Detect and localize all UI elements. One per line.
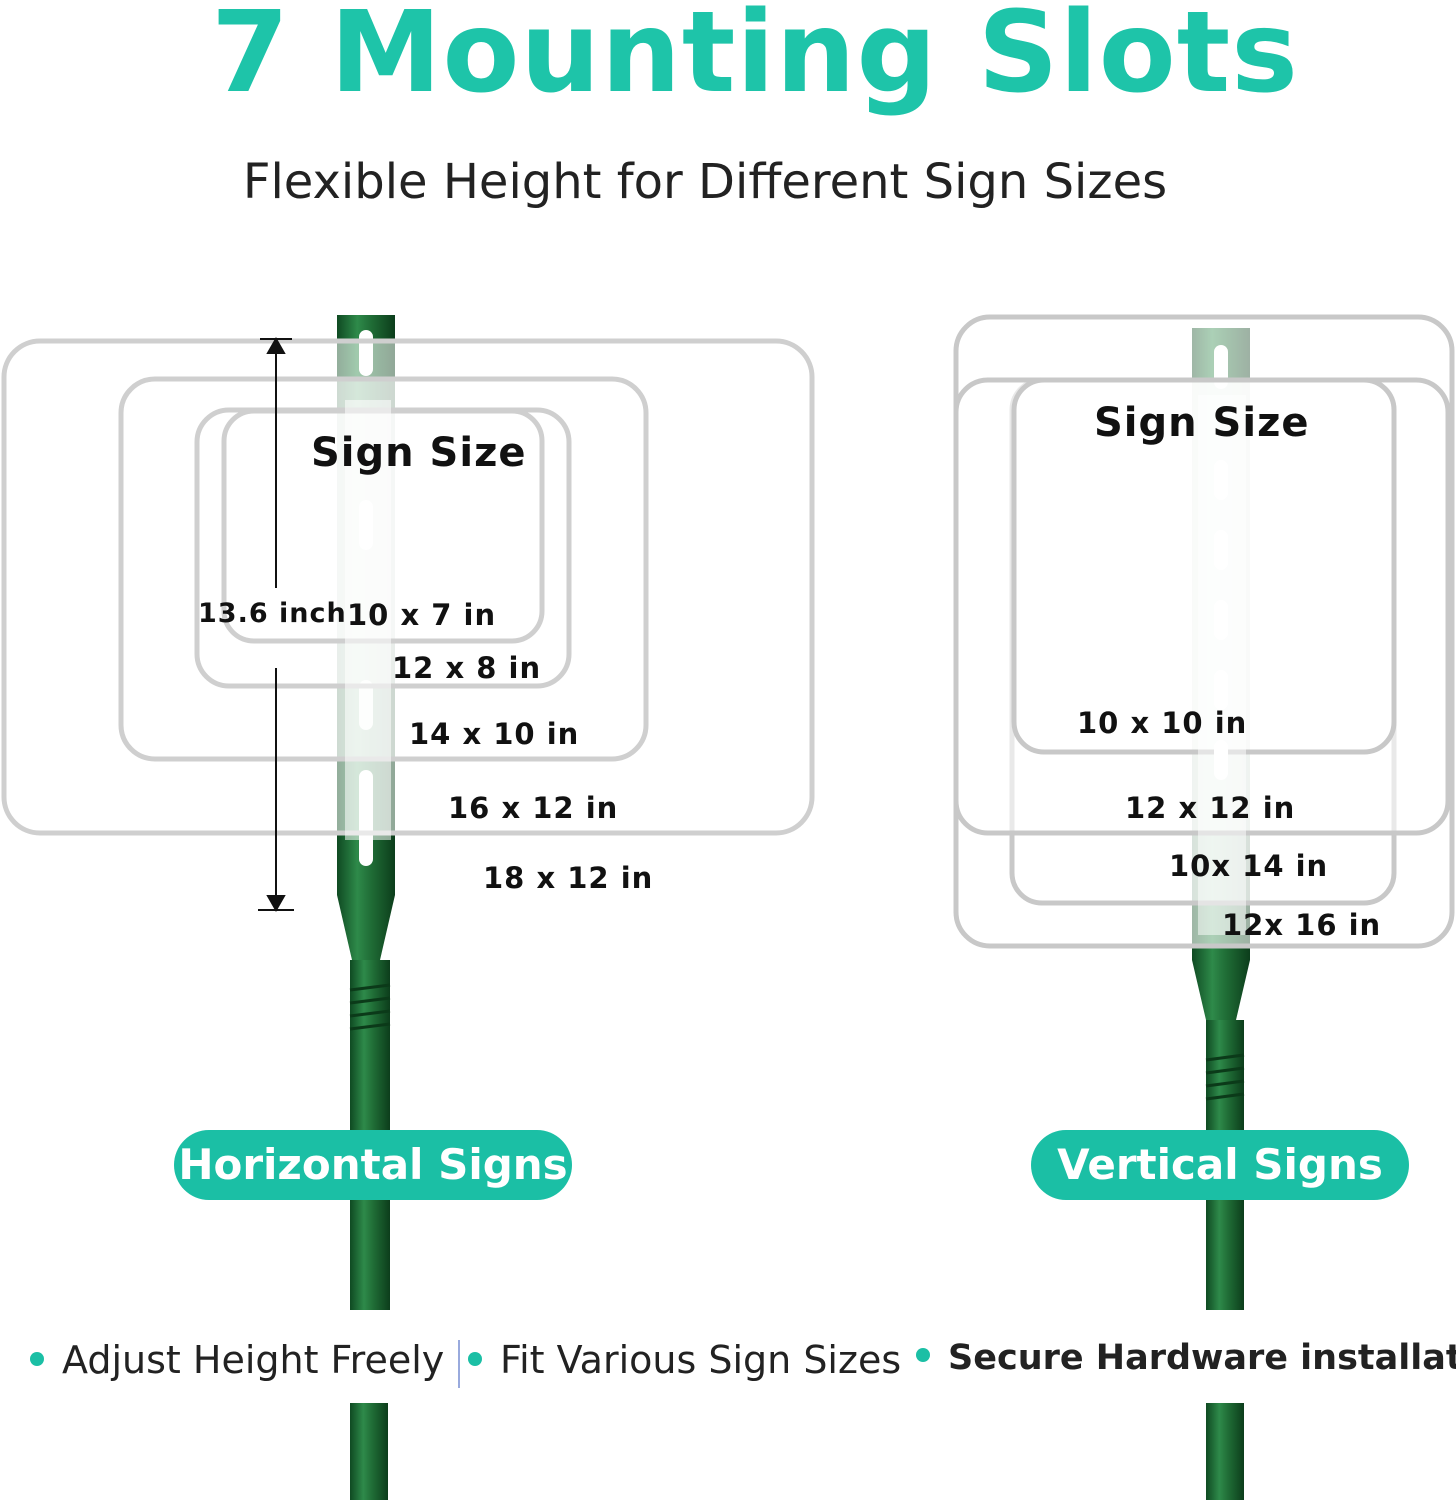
size-label-10x10: 10 x 10 in	[1077, 706, 1248, 740]
size-label-10x14: 10x 14 in	[1169, 849, 1329, 883]
size-label-18x12: 18 x 12 in	[483, 861, 654, 895]
page-title: 7 Mounting Slots	[211, 0, 1299, 118]
size-label-10x7: 10 x 7 in	[347, 598, 497, 632]
height-arrow	[258, 336, 294, 913]
page-subtitle: Flexible Height for Different Sign Sizes	[242, 154, 1168, 210]
feature-item-adjust-height: Adjust Height Freely	[30, 1330, 444, 1390]
feature-item-secure-hardware: Secure Hardware installation	[916, 1328, 1456, 1388]
bullet-dot-icon	[916, 1348, 930, 1362]
size-label-12x8: 12 x 8 in	[392, 651, 542, 685]
vertical-signs-badge: Vertical Signs	[1031, 1130, 1409, 1200]
horizontal-signs-badge: Horizontal Signs	[174, 1130, 572, 1200]
size-label-12x12: 12 x 12 in	[1125, 791, 1296, 825]
size-label-16x12: 16 x 12 in	[448, 791, 619, 825]
feature-divider	[458, 1340, 460, 1388]
bullet-dot-icon	[30, 1351, 44, 1366]
horizontal-sign-title: Sign Size	[311, 430, 527, 476]
height-label: 13.6 inch	[198, 598, 347, 629]
size-label-14x10: 14 x 10 in	[409, 717, 580, 751]
feature-item-fit-sizes: Fit Various Sign Sizes	[468, 1330, 901, 1390]
size-label-12x16: 12x 16 in	[1222, 908, 1382, 942]
bullet-dot-icon	[468, 1351, 482, 1366]
vertical-sign-title: Sign Size	[1094, 400, 1310, 446]
